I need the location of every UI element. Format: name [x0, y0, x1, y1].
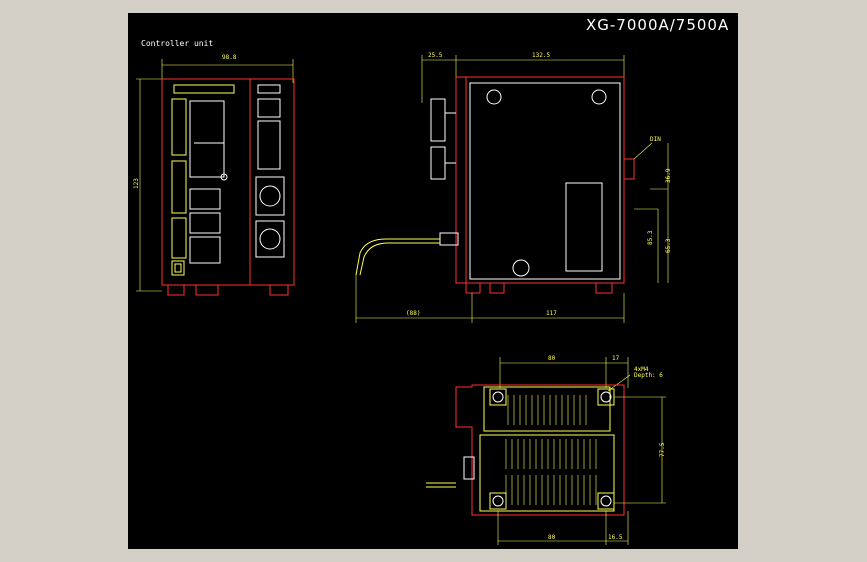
- view-caption: Controller unit: [141, 39, 213, 48]
- side-dim-d: 85.3: [647, 230, 654, 245]
- side-view: 25.5 132.5 DIN 36.9 85.3 65.3: [355, 52, 672, 323]
- side-dim-c: 36.9: [665, 168, 672, 183]
- hole-note-1: 4xM4: [634, 366, 649, 373]
- bottom-bottom-dim: 80: [548, 534, 556, 541]
- drawing-title: XG-7000A/7500A: [586, 16, 729, 34]
- side-dim-e: 65.3: [665, 238, 672, 253]
- bottom-top-dim: 80: [548, 355, 556, 362]
- din-label: DIN: [650, 136, 661, 143]
- front-height-dim: 123: [133, 178, 140, 189]
- hole-note-2: Depth: 6: [634, 372, 663, 379]
- bottom-height-dim: 77.5: [659, 442, 666, 457]
- cable-dim: (88): [406, 310, 420, 317]
- side-dim-a: 25.5: [428, 52, 443, 59]
- drawing-canvas: XG-7000A/7500A Controller unit 98.8 123: [128, 13, 738, 549]
- vent-slots: [505, 395, 597, 505]
- cad-drawing: XG-7000A/7500A Controller unit 98.8 123: [133, 16, 729, 545]
- bottom-top-right-dim: 17: [612, 355, 620, 362]
- bottom-bottom-right-dim: 16.5: [608, 534, 623, 541]
- front-width-dim: 98.8: [222, 54, 237, 61]
- depth-dim: 117: [546, 310, 557, 317]
- bottom-view: 80 17 4xM4 Depth: 6 77.5: [426, 355, 666, 545]
- side-dim-b: 132.5: [532, 52, 550, 59]
- mount-holes: [489, 388, 615, 510]
- front-view: 98.8 123: [133, 54, 295, 296]
